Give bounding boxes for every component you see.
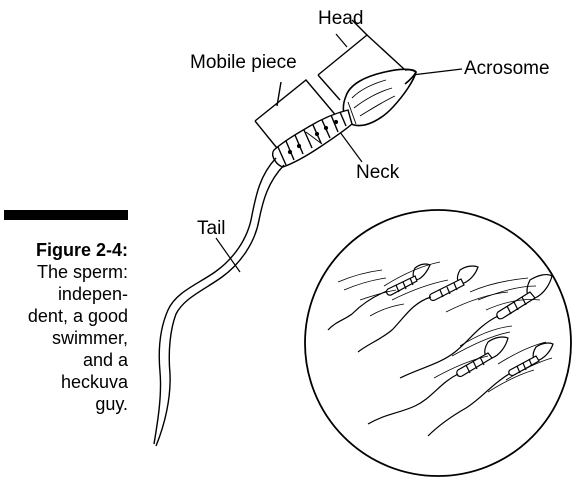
tail-label: Tail bbox=[197, 218, 226, 240]
acrosome-label: Acrosome bbox=[464, 58, 550, 80]
sperm-tail bbox=[154, 158, 284, 446]
sperm-midpiece bbox=[273, 110, 352, 167]
caption-text: The sperm: indepen- dent, a good swimmer… bbox=[4, 261, 128, 415]
sperm-head bbox=[343, 69, 416, 125]
acrosome-leader bbox=[412, 69, 462, 75]
mobile-piece-label: Mobile piece bbox=[190, 52, 297, 74]
head-leader bbox=[336, 34, 347, 47]
caption-rule bbox=[4, 210, 128, 220]
head-label: Head bbox=[318, 8, 363, 30]
tail-leader bbox=[216, 238, 240, 272]
figure-caption: Figure 2-4: The sperm: indepen- dent, a … bbox=[4, 239, 128, 415]
inset-circle bbox=[305, 210, 571, 476]
neck-label: Neck bbox=[356, 162, 399, 184]
figure-number: Figure 2-4: bbox=[4, 239, 128, 261]
